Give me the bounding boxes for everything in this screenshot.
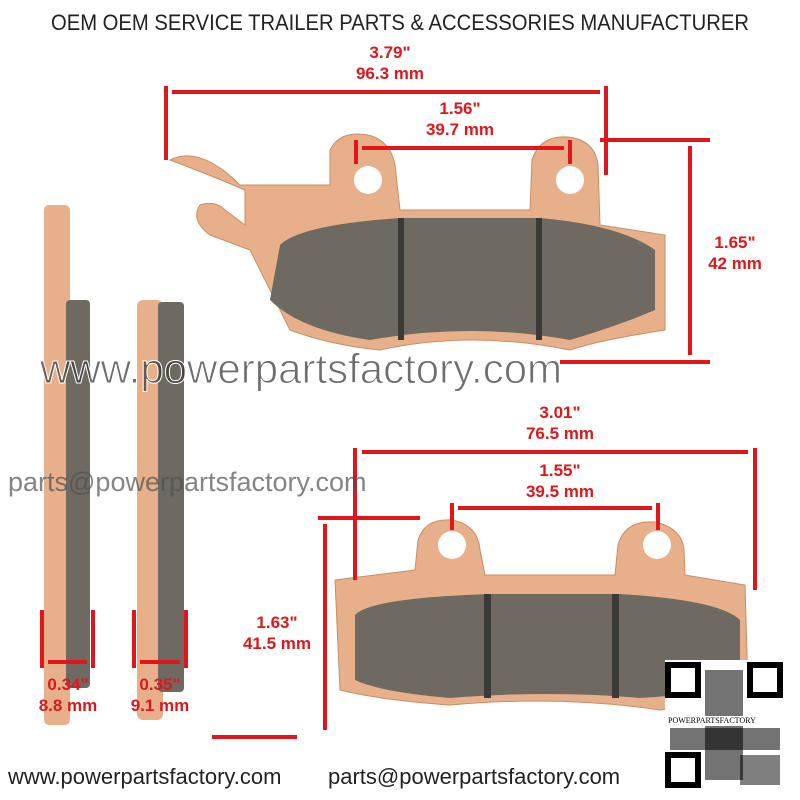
dim-thickness-right: 0.35"9.1 mm — [130, 675, 190, 715]
bottom-brake-pad — [334, 519, 749, 711]
top-brake-pad — [168, 133, 666, 351]
dim-top-height: 1.65"42 mm — [708, 233, 762, 273]
dim-top-holes: 1.56"39.7 mm — [425, 99, 495, 139]
dim-thickness-left: 0.34"8.8 mm — [38, 675, 98, 715]
side-view-pad-right — [137, 300, 184, 720]
watermark-email: parts@powerpartsfactory.com — [8, 467, 367, 497]
footer-email: parts@powerpartsfactory.com — [328, 764, 621, 789]
dim-top-overall: 3.79"96.3 mm — [355, 43, 425, 83]
header-title: OEM OEM SERVICE TRAILER PARTS & ACCESSOR… — [50, 10, 750, 35]
dim-bottom-height: 1.63"41.5 mm — [242, 613, 312, 653]
watermark-site: www.powerpartsfactory.com — [39, 345, 563, 393]
qr-label: POWERPARTSFACTORY — [668, 716, 756, 726]
dim-bottom-holes: 1.55"39.5 mm — [525, 461, 595, 501]
dim-bottom-overall: 3.01"76.5 mm — [525, 403, 595, 443]
side-view-pad-left — [44, 205, 90, 725]
dimension-lines — [40, 86, 757, 739]
footer-site: www.powerpartsfactory.com — [8, 764, 282, 789]
